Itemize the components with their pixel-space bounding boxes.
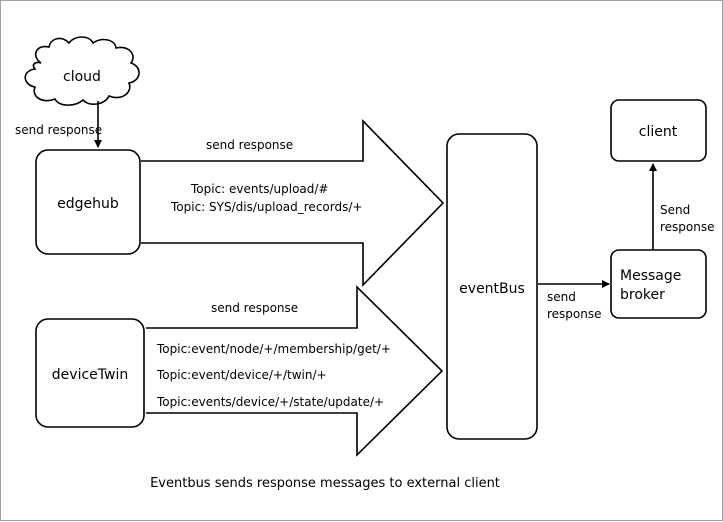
devicetwin-topic-3: Topic:events/device/+/state/update/+ bbox=[156, 395, 384, 409]
devicetwin-send-response-label: send response bbox=[211, 301, 298, 315]
cloud-node: cloud bbox=[24, 36, 140, 106]
message-broker-node: Message broker bbox=[610, 249, 707, 319]
edgehub-box bbox=[35, 149, 141, 255]
devicetwin-to-eventbus-edge: send response Topic:event/node/+/members… bbox=[146, 285, 444, 457]
edgehub-topic-2: Topic: SYS/dis/upload_records/+ bbox=[170, 200, 362, 214]
edgehub-topic-1: Topic: events/upload/# bbox=[190, 182, 328, 196]
edgehub-big-arrow bbox=[141, 119, 445, 287]
message-broker-label-line2: broker bbox=[620, 287, 665, 303]
diagram-caption: Eventbus sends response messages to exte… bbox=[150, 476, 500, 491]
client-box bbox=[610, 99, 707, 162]
devicetwin-topic-1: Topic:event/node/+/membership/get/+ bbox=[156, 342, 391, 356]
eventbus-to-broker-edge: send response bbox=[538, 280, 610, 321]
eventbus-to-broker-label-line2: response bbox=[547, 307, 602, 321]
broker-to-client-label-line2: response bbox=[660, 220, 715, 234]
cloud-to-edgehub-edge: send response bbox=[15, 101, 102, 148]
broker-to-client-edge: Send response bbox=[649, 163, 715, 250]
edgehub-node: edgehub bbox=[35, 149, 141, 255]
client-label: client bbox=[639, 124, 678, 140]
cloud-label: cloud bbox=[63, 69, 101, 85]
cloud-shape bbox=[24, 36, 140, 106]
eventbus-node: eventBus bbox=[446, 133, 538, 440]
edgehub-to-eventbus-edge: send response Topic: events/upload/# Top… bbox=[141, 119, 445, 287]
devicetwin-box bbox=[35, 318, 145, 428]
eventbus-label: eventBus bbox=[459, 281, 525, 297]
cloud-to-edgehub-label: send response bbox=[15, 123, 102, 137]
edgehub-send-response-label: send response bbox=[206, 138, 293, 152]
message-broker-label-line1: Message bbox=[620, 268, 681, 284]
broker-to-client-label-line1: Send bbox=[660, 203, 690, 217]
message-broker-box bbox=[610, 249, 707, 319]
edgehub-label: edgehub bbox=[57, 196, 119, 212]
devicetwin-label: deviceTwin bbox=[52, 367, 128, 383]
eventbus-box bbox=[446, 133, 538, 440]
eventbus-to-broker-label-line1: send bbox=[547, 290, 576, 304]
client-node: client bbox=[610, 99, 707, 162]
devicetwin-topic-2: Topic:event/device/+/twin/+ bbox=[156, 368, 327, 382]
devicetwin-node: deviceTwin bbox=[35, 318, 145, 428]
devicetwin-big-arrow bbox=[146, 285, 444, 457]
